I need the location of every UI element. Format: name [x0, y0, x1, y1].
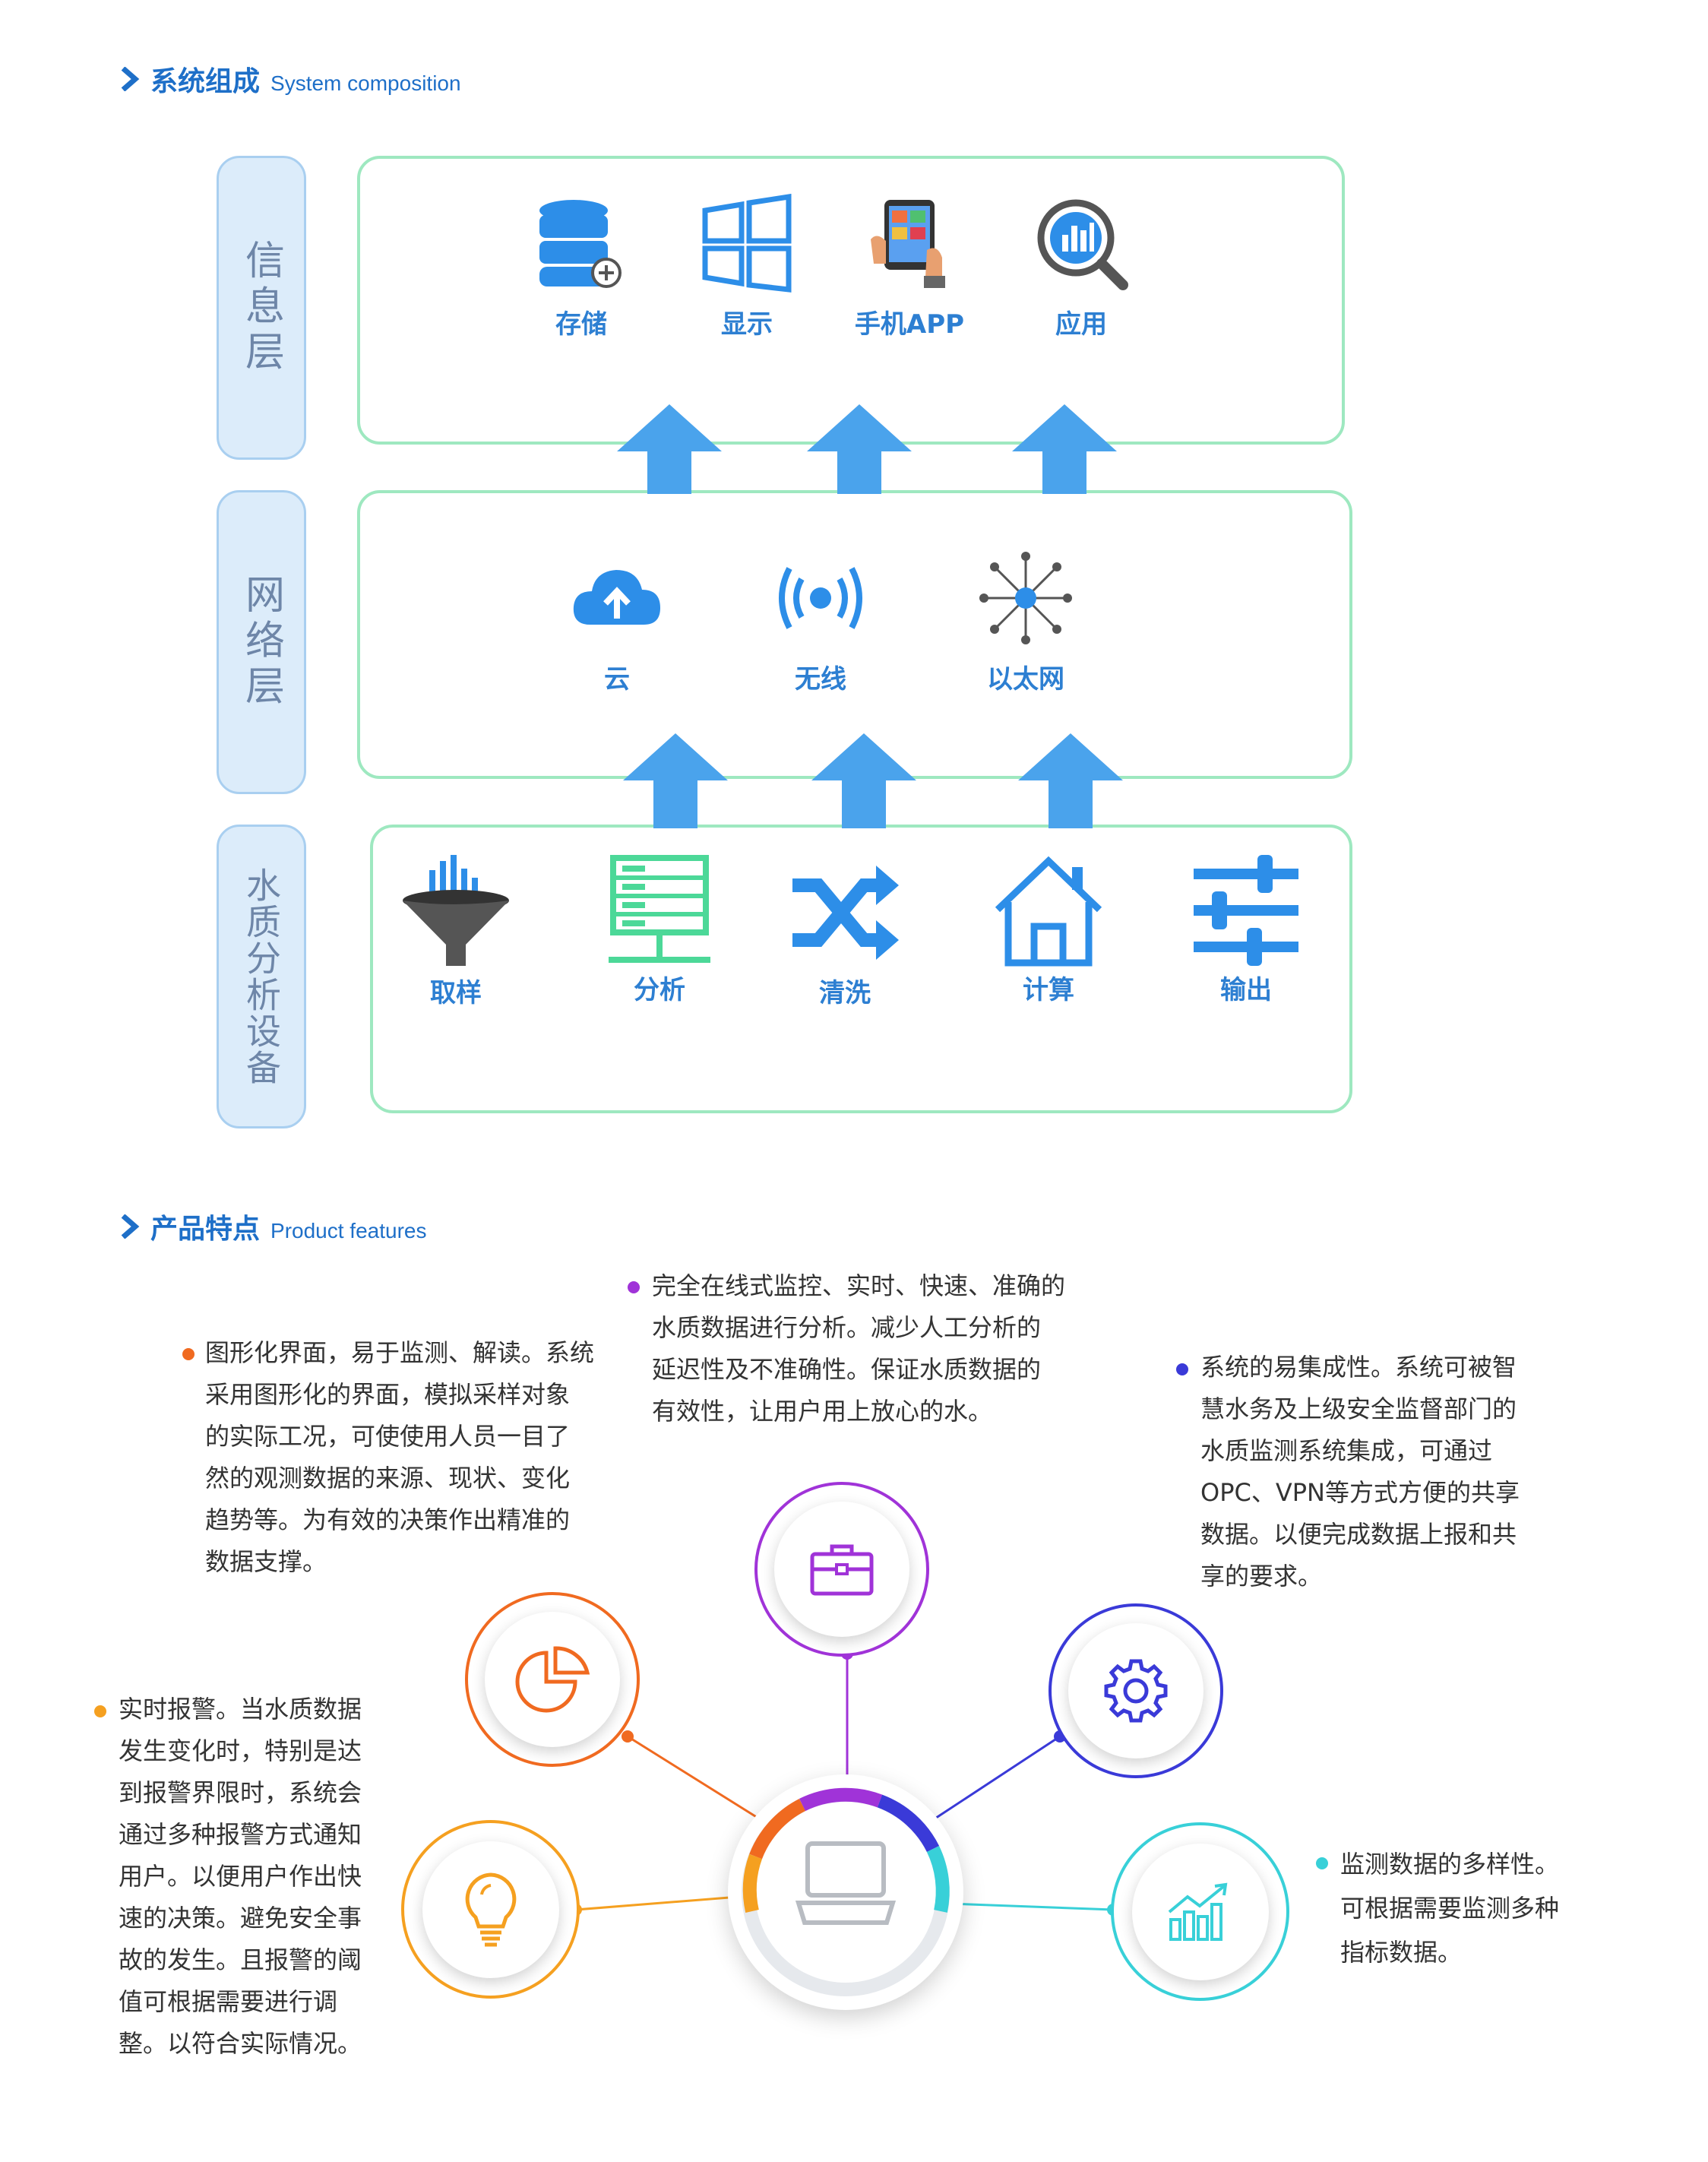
bullet-dot — [628, 1281, 640, 1293]
arrow-up-icon — [1012, 404, 1117, 494]
gear-icon — [1104, 1659, 1168, 1723]
item-label: 显示 — [721, 309, 773, 340]
item-label: 取样 — [430, 978, 482, 1008]
network-item-ethernet: 以太网 — [950, 549, 1102, 695]
device-item-cleaning: 清洗 — [769, 855, 921, 1009]
hub-center — [728, 1774, 963, 2010]
hub-node-pie-chart — [465, 1592, 640, 1767]
network-item-wireless: 无线 — [745, 549, 897, 695]
item-label: 分析 — [634, 975, 685, 1005]
arrow-up-icon — [623, 733, 728, 828]
arrow-up-icon — [1018, 733, 1123, 828]
info-layer-box — [357, 156, 1345, 445]
server-rack-icon — [609, 855, 710, 963]
layer-label-info: 信息层 — [217, 156, 306, 460]
funnel-icon — [403, 855, 509, 966]
item-label: 以太网 — [987, 664, 1064, 695]
layer-label-device: 水质分析设备 — [217, 825, 306, 1128]
feature-text-left-upper: 图形化界面，易于监测、解读。系统 采用图形化的界面，模拟采样对象 的实际工况，可… — [205, 1338, 595, 1576]
item-label: 输出 — [1220, 975, 1272, 1005]
bullet-dot — [1176, 1363, 1188, 1375]
arrow-up-icon — [811, 733, 916, 828]
hub-node-toolbox — [754, 1482, 929, 1657]
layer-label-network: 网络层 — [217, 490, 306, 794]
chevron-right-icon — [121, 1214, 140, 1239]
hub-ring — [742, 1787, 950, 1996]
feature-text-top: 完全在线式监控、实时、快速、准确的 水质数据进行分析。减少人工分析的 延迟性及不… — [652, 1271, 1066, 1426]
bullet-dot — [182, 1348, 195, 1360]
item-label: 应用 — [1055, 309, 1107, 340]
device-item-analysis: 分析 — [584, 855, 735, 1006]
device-item-output: 输出 — [1170, 855, 1322, 1006]
wireless-signal-icon — [779, 567, 862, 629]
hub-node-growth-chart — [1111, 1822, 1289, 2001]
database-icon — [539, 200, 622, 288]
section-title-en: System composition — [270, 71, 461, 95]
info-item-storage: 存储 — [505, 194, 657, 340]
section-title-en: Product features — [270, 1219, 427, 1242]
cloud-upload-icon — [573, 570, 660, 625]
windows-icon — [702, 194, 792, 293]
device-item-sampling: 取样 — [380, 855, 532, 1009]
feature-text-right-lower: 监测数据的多样性。 可根据需要监测多种 指标数据。 — [1340, 1850, 1560, 1967]
house-icon — [995, 856, 1102, 967]
item-label: 清洗 — [819, 978, 871, 1008]
section-title-features: 产品特点 Product features — [120, 1207, 426, 1246]
chevron-right-icon — [121, 67, 140, 91]
network-hub-icon — [979, 552, 1072, 644]
hub-node-lightbulb — [401, 1820, 580, 1999]
feature-text-left-lower: 实时报警。当水质数据 发生变化时，特别是达 到报警界限时，系统会 通过多种报警方… — [119, 1695, 362, 2058]
bullet-dot — [1316, 1857, 1328, 1869]
lightbulb-icon — [465, 1872, 517, 1947]
info-item-mobile-app: 手机APP — [833, 194, 985, 340]
shuffle-icon — [792, 866, 899, 960]
item-label: 存储 — [555, 309, 607, 340]
section-title-zh: 系统组成 — [150, 66, 261, 97]
arrow-up-icon — [807, 404, 912, 494]
network-item-cloud: 云 — [541, 549, 693, 695]
item-label: 无线 — [795, 664, 846, 695]
section-title-zh: 产品特点 — [150, 1214, 261, 1245]
section-title-system: 系统组成 System composition — [120, 59, 461, 99]
item-label: 计算 — [1023, 975, 1074, 1005]
growth-chart-icon — [1168, 1882, 1228, 1941]
analytics-magnifier-icon — [1037, 199, 1128, 290]
info-item-application: 应用 — [1005, 194, 1157, 340]
device-item-computing: 计算 — [973, 855, 1124, 1006]
hub-node-gear — [1049, 1603, 1223, 1778]
item-label: 手机APP — [854, 309, 965, 340]
tablet-hand-icon — [871, 200, 945, 288]
toolbox-icon — [810, 1544, 874, 1596]
laptop-icon — [795, 1841, 897, 1925]
bullet-dot — [94, 1705, 106, 1717]
item-label: 云 — [604, 664, 630, 695]
info-item-display: 显示 — [671, 194, 823, 340]
arrow-up-icon — [617, 404, 722, 494]
sliders-icon — [1194, 855, 1298, 966]
pie-chart-icon — [515, 1646, 590, 1713]
feature-text-right-upper: 系统的易集成性。系统可被智 慧水务及上级安全监督部门的 水质监测系统集成，可通过… — [1200, 1353, 1520, 1591]
